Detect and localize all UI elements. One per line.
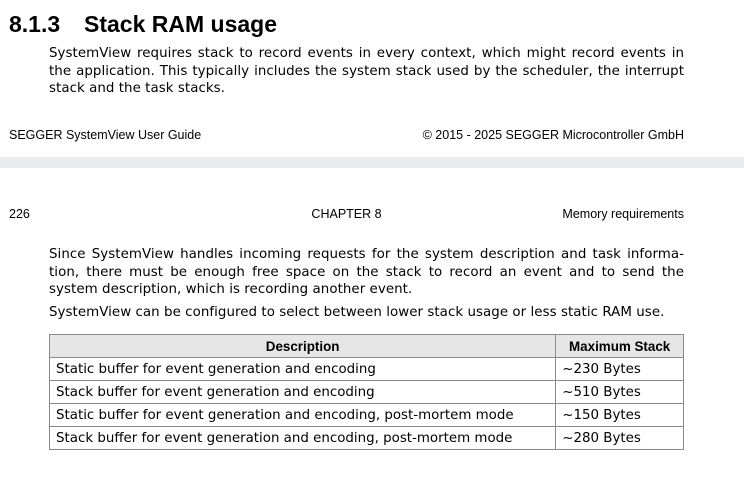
- table-row: Stack buffer for event generation and en…: [48, 380, 684, 404]
- row-max-stack: ~230 Bytes: [555, 357, 684, 381]
- table-header-row: Description Maximum Stack: [48, 334, 684, 358]
- stack-usage-table: Description Maximum Stack Static buffer …: [48, 334, 684, 450]
- body-paragraph-1: Since SystemView handles incoming reques…: [49, 247, 684, 297]
- page-number: 226: [9, 207, 30, 221]
- column-header-max-stack: Maximum Stack: [555, 334, 684, 358]
- intro-paragraph: SystemView requires stack to record even…: [49, 46, 684, 96]
- section-number: 8.1.3: [9, 11, 61, 37]
- chapter-label: CHAPTER 8: [311, 207, 382, 221]
- row-description: Static buffer for event generation and e…: [48, 403, 557, 427]
- row-description: Stack buffer for event generation and en…: [48, 426, 557, 450]
- section-heading: 8.1.3 Stack RAM usage: [9, 9, 277, 39]
- column-header-description: Description: [48, 334, 557, 358]
- table-row: Stack buffer for event generation and en…: [48, 426, 684, 450]
- row-description: Static buffer for event generation and e…: [48, 357, 557, 381]
- body-paragraph-2: SystemView can be configured to select b…: [49, 305, 665, 320]
- table-row: Static buffer for event generation and e…: [48, 403, 684, 427]
- footer-copyright: © 2015 - 2025 SEGGER Microcontroller Gmb…: [422, 128, 684, 142]
- row-max-stack: ~150 Bytes: [555, 403, 684, 427]
- row-max-stack: ~280 Bytes: [555, 426, 684, 450]
- row-description: Stack buffer for event generation and en…: [48, 380, 557, 404]
- section-title: Stack RAM usage: [84, 11, 278, 37]
- footer-guide-title: SEGGER SystemView User Guide: [9, 128, 202, 142]
- chapter-title: Memory requirements: [562, 207, 684, 221]
- page-separator: [0, 157, 744, 168]
- row-max-stack: ~510 Bytes: [555, 380, 684, 404]
- table-row: Static buffer for event generation and e…: [48, 357, 684, 381]
